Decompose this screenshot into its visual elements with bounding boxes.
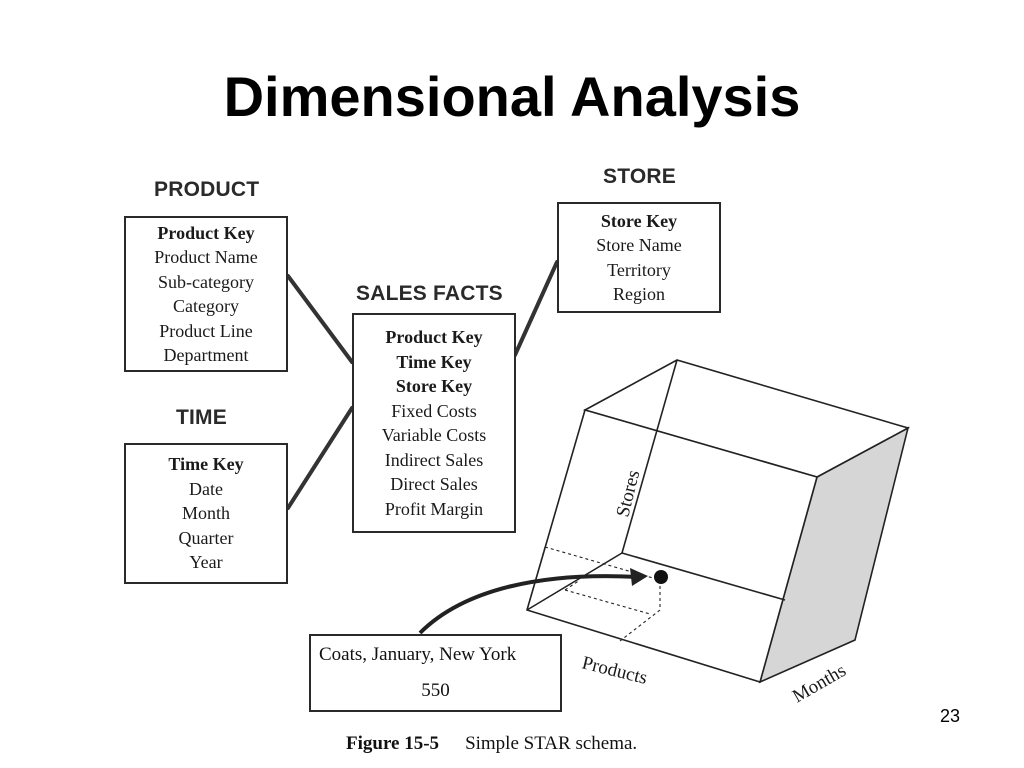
product-attribute: Category — [173, 296, 239, 316]
connector-time-sales — [286, 406, 354, 510]
store-dimension-table: Store Key Store Name Territory Region — [557, 202, 721, 313]
time-attribute: Month — [181, 503, 230, 524]
time-dimension-table: Time Key Date Month Quarter Year — [124, 443, 288, 584]
fact-key-field: Product Key — [385, 327, 483, 347]
time-dimension-label: TIME — [176, 406, 227, 429]
product-attribute: Department — [163, 345, 249, 365]
product-key-field: Product Key — [157, 222, 255, 243]
fact-measure: Direct Sales — [390, 474, 478, 494]
product-attribute: Product Name — [154, 247, 258, 267]
fact-measure: Fixed Costs — [391, 400, 477, 421]
pointer-arrow — [418, 568, 648, 635]
connector-store-sales — [513, 260, 559, 357]
cube-cell-marker — [654, 570, 668, 584]
fact-key-field: Time Key — [396, 351, 472, 372]
store-attribute: Store Name — [596, 235, 682, 255]
time-attribute: Date — [189, 478, 223, 499]
cube-hidden-edge-vertical — [621, 359, 678, 554]
data-cube — [526, 359, 911, 684]
figure-number: Figure 15-5 — [346, 733, 440, 754]
axis-label-months: Months — [789, 660, 850, 707]
cell-callout: Coats, January, New York 550 — [309, 634, 562, 712]
connector-lines — [286, 260, 559, 510]
fact-measure: Indirect Sales — [384, 449, 484, 470]
cube-slice-dotted — [526, 546, 661, 642]
cube-front-face — [526, 409, 818, 684]
page-number: 23 — [940, 706, 961, 726]
connector-product-sales — [286, 274, 354, 364]
store-key-field: Store Key — [600, 210, 678, 231]
page-title: Dimensional Analysis — [223, 65, 801, 128]
cube-hidden-edge-left — [526, 552, 623, 611]
store-attribute: Territory — [607, 259, 671, 280]
callout-coordinates: Coats, January, New York — [319, 644, 517, 665]
callout-value: 550 — [421, 680, 450, 701]
store-dimension-label: STORE — [603, 165, 676, 188]
product-dimension-label: PRODUCT — [154, 178, 260, 201]
product-attribute: Product Line — [159, 320, 253, 341]
product-attribute: Sub-category — [158, 271, 254, 292]
figure-caption: Figure 15-5 Simple STAR schema. — [346, 733, 637, 755]
store-attribute: Region — [613, 284, 665, 304]
fact-measure: Variable Costs — [381, 425, 487, 445]
product-dimension-table: Product Key Product Name Sub-category Ca… — [124, 216, 288, 372]
figure-caption-text: Simple STAR schema. — [465, 733, 638, 754]
time-attribute: Year — [189, 552, 223, 573]
axis-label-products: Products — [580, 652, 650, 688]
time-key-field: Time Key — [168, 454, 244, 475]
time-attribute: Quarter — [178, 527, 234, 548]
fact-measure: Profit Margin — [384, 498, 484, 519]
sales-facts-table: Product Key Time Key Store Key Fixed Cos… — [352, 313, 516, 533]
sales-facts-label: SALES FACTS — [356, 282, 503, 305]
cube-hidden-edge-right — [621, 552, 786, 601]
fact-key-field: Store Key — [395, 376, 473, 396]
